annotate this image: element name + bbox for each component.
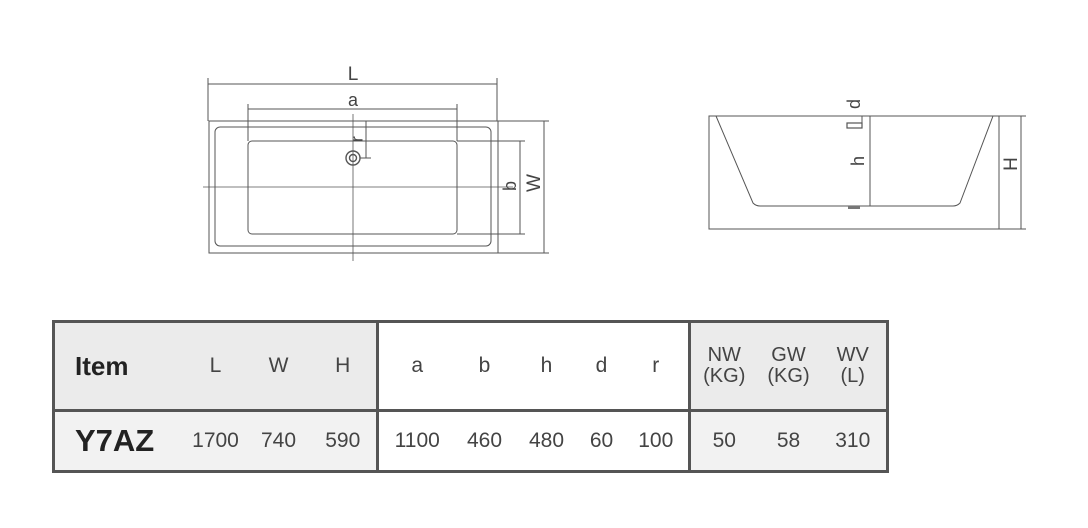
top-view [203, 78, 549, 261]
header-d: d [579, 321, 624, 412]
header-wv-line2: (L) [840, 365, 865, 387]
header-nw-line2: (KG) [703, 365, 746, 387]
technical-drawing: L a r b W d h H [203, 64, 1026, 261]
tub-basin-outline [247, 140, 458, 235]
table-row: Y7AZ 1700 740 590 1100 460 480 60 100 50… [53, 410, 888, 472]
header-gw: GW (KG) [757, 321, 820, 412]
header-nw: NW (KG) [689, 321, 758, 412]
cell-d: 60 [579, 410, 624, 472]
header-item: Item [53, 321, 184, 412]
header-H: H [309, 321, 379, 412]
dim-label-H: H [1001, 157, 1022, 171]
cell-r: 100 [623, 410, 691, 472]
cell-H: 590 [309, 410, 379, 472]
tub-side-outline [708, 115, 1000, 230]
dim-label-b: b [500, 181, 520, 191]
cell-h: 480 [513, 410, 580, 472]
header-a: a [377, 321, 456, 412]
header-gw-line2: (KG) [767, 365, 810, 387]
header-L: L [183, 321, 248, 412]
cell-b: 460 [455, 410, 514, 472]
header-W: W [247, 321, 310, 412]
cell-gw: 58 [757, 410, 820, 472]
dim-label-a: a [348, 90, 359, 110]
dim-label-r: r [347, 136, 366, 142]
cell-a: 1100 [377, 410, 456, 472]
table-header-row: Item L W H a b h d r NW (KG) GW (KG) WV … [53, 321, 888, 412]
cell-W: 740 [247, 410, 310, 472]
header-r: r [623, 321, 691, 412]
dim-label-W: W [524, 174, 545, 192]
cell-L: 1700 [183, 410, 248, 472]
header-b: b [455, 321, 514, 412]
header-nw-line1: NW [707, 344, 741, 366]
side-view [708, 115, 1026, 230]
cell-item: Y7AZ [53, 410, 184, 472]
header-wv: WV (L) [819, 321, 888, 412]
dim-label-d: d [844, 99, 864, 109]
cell-wv: 310 [819, 410, 888, 472]
header-wv-line1: WV [836, 344, 869, 366]
header-h: h [513, 321, 580, 412]
cell-nw: 50 [689, 410, 758, 472]
spec-table: Item L W H a b h d r NW (KG) GW (KG) WV … [52, 320, 889, 473]
header-gw-line1: GW [771, 344, 806, 366]
dim-label-h: h [848, 156, 868, 166]
dim-label-L: L [348, 64, 359, 85]
